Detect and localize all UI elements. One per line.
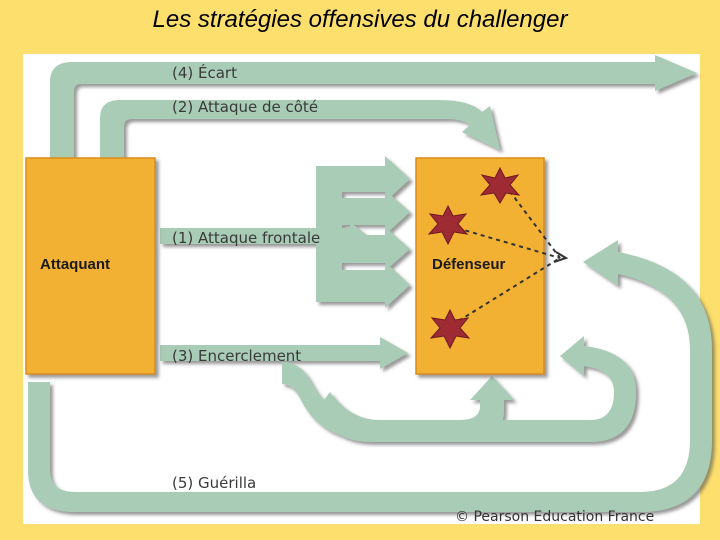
star-icon [479, 166, 521, 204]
dashed-arrowhead [553, 251, 569, 263]
arrow-attaque-de-cote [100, 100, 500, 160]
arrow-encerclement-curve-right [316, 336, 636, 442]
star-icon [429, 308, 471, 350]
arrow-guerilla [28, 240, 712, 512]
slide-title: Les stratégies offensives du challenger [152, 6, 568, 33]
copyright-text: © Pearson Education France [455, 509, 654, 525]
label-attaque-frontale: (1) Attaque frontale [172, 229, 320, 247]
label-ecart: (4) Écart [172, 63, 237, 82]
attaquant-box [25, 157, 156, 375]
dashed-line-3 [451, 257, 561, 326]
attaquant-label: Attaquant [40, 256, 110, 273]
arrow-encerclement [160, 337, 408, 369]
label-encerclement: (3) Encerclement [172, 347, 301, 365]
label-guerilla: (5) Guérilla [172, 474, 256, 492]
arrow-ecart [50, 55, 697, 160]
defenseur-label: Défenseur [432, 256, 506, 273]
label-attaque-de-cote: (2) Attaque de côté [172, 98, 318, 116]
star-icon [427, 204, 469, 246]
dashed-line-2 [449, 225, 561, 259]
defenseur-box [415, 157, 545, 375]
arrow-attaque-frontale-comb [316, 156, 410, 308]
